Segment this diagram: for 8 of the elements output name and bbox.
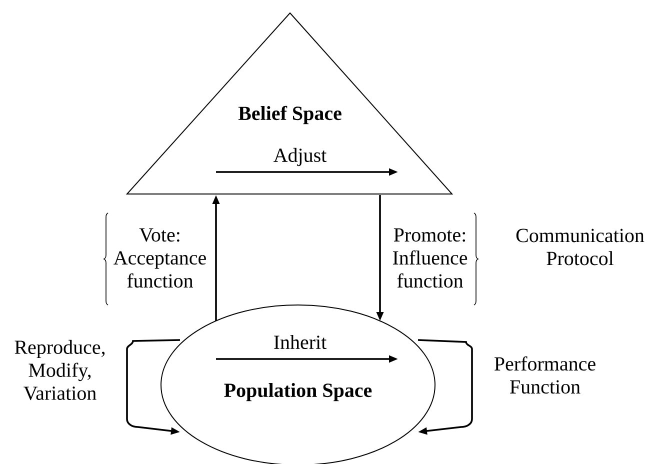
arrow (418, 339, 473, 435)
edge-label: Vote: Acceptance function (114, 228, 206, 288)
edge-label: Promote: Influence function (392, 228, 468, 288)
label: Communication Protocol (516, 228, 644, 266)
edge-label: Reproduce, Modify, Variation (14, 340, 105, 400)
edge-label: Inherit (274, 334, 327, 350)
edge-label: Adjust (274, 148, 327, 166)
edge-label: Performance Function (494, 356, 596, 394)
